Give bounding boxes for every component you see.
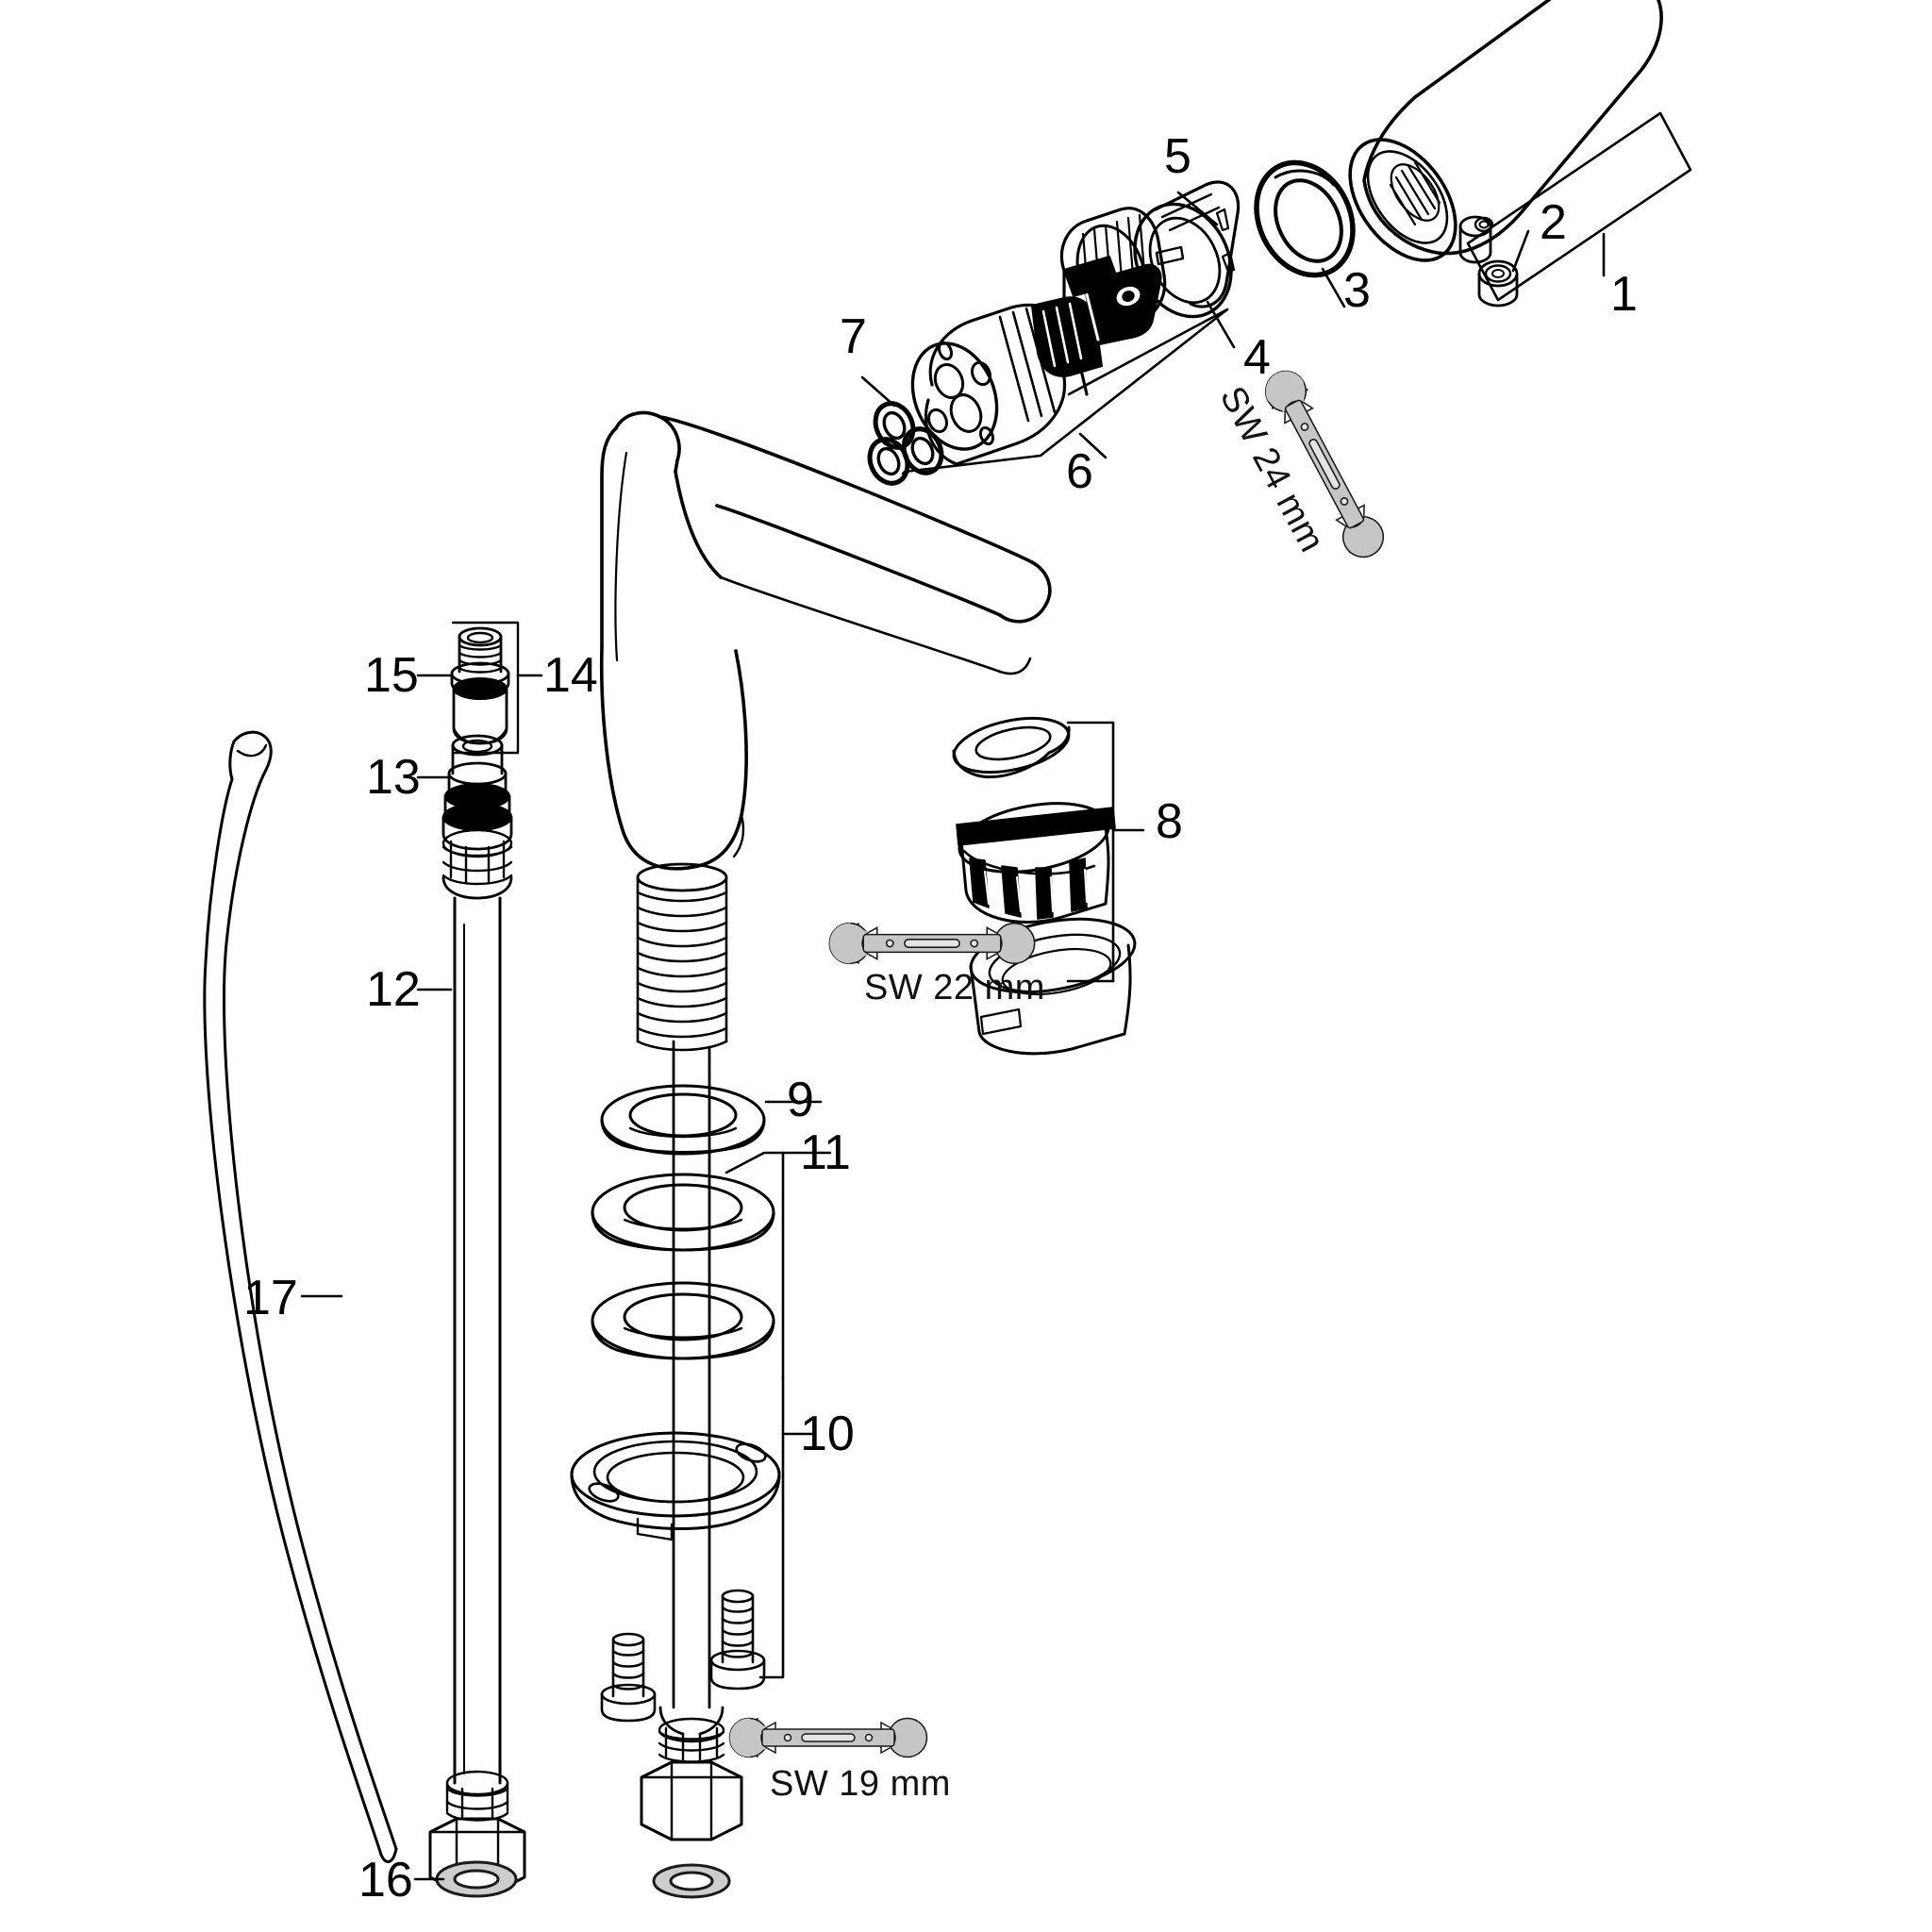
part-faucet-body (599, 410, 1052, 871)
callout-3: 3 (1343, 263, 1371, 318)
callout-9: 9 (787, 1073, 814, 1127)
part-washer-11a (591, 1173, 775, 1252)
tool-wrench-sw-22mm (828, 901, 1036, 965)
callout-8: 8 (1156, 794, 1183, 849)
part-handle-lever (1348, 0, 1663, 262)
callout-2: 2 (1540, 195, 1567, 250)
part-hose-end-nut (640, 1706, 743, 1841)
part-set-screw-plug (1458, 215, 1519, 308)
part-screw-b (600, 1632, 657, 1723)
callout-14: 14 (543, 648, 598, 703)
wrench-label-sw-22mm: SW 22 mm (864, 968, 1045, 1008)
callout-12: 12 (366, 962, 421, 1017)
callout-10: 10 (800, 1407, 855, 1461)
part-screw-a (709, 1589, 766, 1690)
tool-wrench-sw-19mm (728, 1697, 928, 1758)
part-mounting-flange (570, 1431, 781, 1541)
callout-17: 17 (243, 1271, 298, 1325)
part-gasket-bottom (652, 1863, 731, 1899)
part-o-ring-3 (1254, 159, 1356, 278)
callout-11: 11 (800, 1125, 851, 1180)
callout-16: 16 (358, 1853, 413, 1907)
part-threaded-shank (636, 862, 728, 1052)
callout-13: 13 (366, 750, 421, 805)
part-aerator-8 (952, 716, 1137, 1056)
part-hose-connector-13 (441, 734, 513, 900)
callout-1: 1 (1610, 267, 1638, 322)
part-seal-set-7 (867, 401, 944, 486)
part-flexible-hose-12 (453, 896, 502, 1785)
callout-15: 15 (364, 648, 419, 703)
part-cartridge-6 (910, 256, 1162, 466)
part-washer-9 (600, 1084, 766, 1156)
wrench-label-sw-19mm: SW 19 mm (770, 1764, 951, 1804)
part-washer-11b (591, 1281, 775, 1360)
part-flat-gasket-16 (435, 1860, 518, 1898)
callout-7: 7 (840, 309, 867, 364)
part-pull-rod-17 (203, 730, 398, 1863)
callout-5: 5 (1164, 129, 1191, 184)
bracket-part-1 (1466, 111, 1692, 302)
part-adapter-15 (450, 626, 510, 745)
part-central-tube (672, 1040, 711, 1709)
part-retaining-nut-5 (1133, 180, 1241, 319)
callout-4: 4 (1243, 330, 1271, 385)
callout-6: 6 (1066, 444, 1093, 499)
